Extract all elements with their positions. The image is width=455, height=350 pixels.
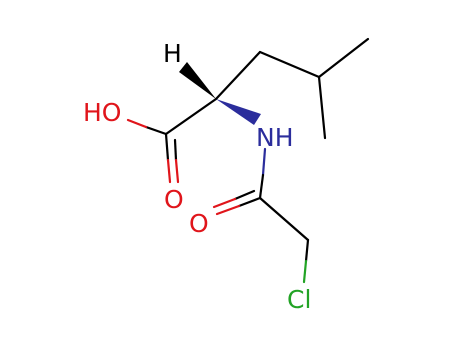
atom-label-h: H [163, 39, 182, 68]
bond-ch2-to-cl-green [302, 259, 308, 284]
wedge-bond-to-h [179, 62, 216, 99]
bond-alpha-to-carboxyl-c [164, 97, 218, 136]
atom-label-o-amide: O [189, 209, 209, 238]
bond-ch-to-methyl-bottom [317, 75, 327, 140]
bond-n-to-amide-c-black [258, 173, 265, 200]
atom-label-o-carboxyl: O [164, 185, 184, 214]
bond-n-to-amide-c-blue [261, 147, 267, 177]
bond-amide-double-1-black [237, 196, 262, 208]
bond-amide-c-to-ch2cl [258, 196, 310, 242]
bond-carboxyl-c-to-oh [144, 125, 168, 136]
bond-amide-double-1-red [215, 204, 241, 216]
atom-label-cl: Cl [287, 285, 311, 314]
bond-carboxyl-double-1-red [166, 158, 172, 184]
bond-amide-double-2-red [212, 197, 237, 209]
bond-ch2-to-cl-black [304, 238, 310, 263]
bond-amide-double-2-black [233, 189, 256, 201]
bond-carboxyl-double-2-red [174, 158, 180, 184]
atom-label-nh: NH [256, 123, 294, 152]
bond-alpha-to-ch2 [214, 50, 262, 101]
bond-carboxyl-c-to-oh-red [126, 118, 148, 129]
wedge-bond-to-nh [216, 99, 261, 125]
atom-label-ho: HO [83, 98, 121, 127]
bond-carboxyl-double-2-black [173, 138, 178, 162]
bond-carboxyl-double-1-black [164, 132, 170, 162]
bond-ch2-to-ch [258, 50, 321, 79]
bond-ch-to-methyl-top [317, 37, 370, 79]
